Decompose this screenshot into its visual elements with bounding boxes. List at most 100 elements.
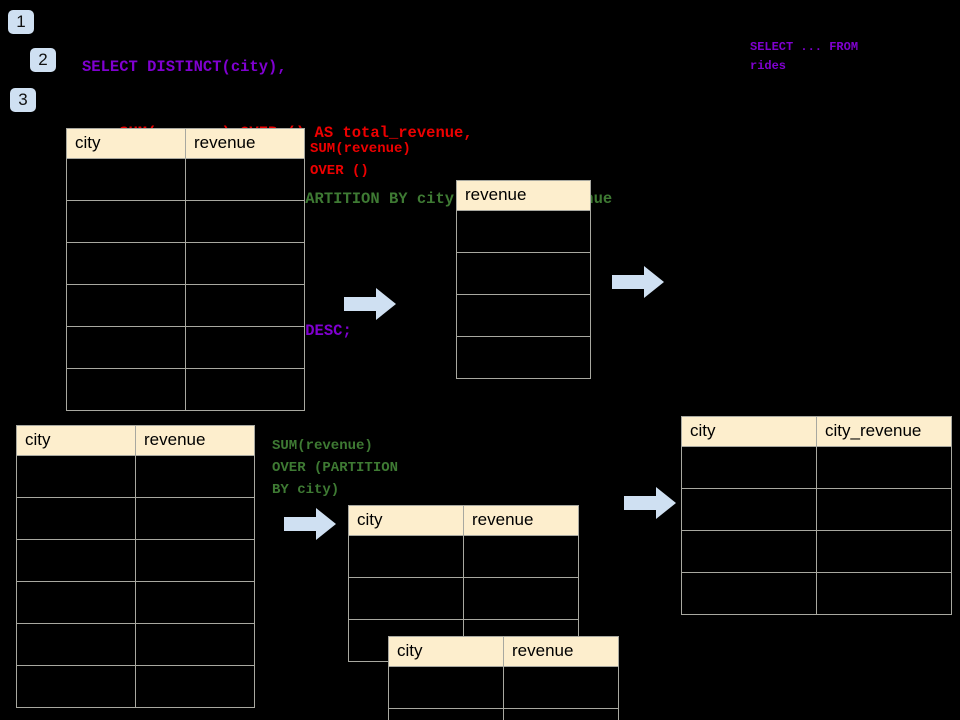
table-row	[348, 577, 579, 620]
sql-aside-text: SELECT ... FROM rides	[750, 40, 859, 73]
column-header-city: city	[681, 416, 817, 447]
arrow-source2-to-partition	[284, 508, 336, 540]
cell-revenue	[185, 368, 305, 411]
partition-group-front-table: city revenue	[388, 636, 619, 720]
cell-city-revenue	[816, 488, 952, 531]
cell-city	[681, 572, 817, 615]
table-row	[16, 455, 255, 498]
table-header-row: city city_revenue	[681, 416, 952, 447]
cell-city	[66, 326, 186, 369]
cell-city-revenue	[816, 446, 952, 489]
column-header-revenue: revenue	[135, 425, 255, 456]
cell-city	[66, 200, 186, 243]
rides-source-table-2: city revenue	[16, 425, 255, 708]
cell-city	[16, 581, 136, 624]
cell-city	[16, 539, 136, 582]
cell-revenue	[135, 455, 255, 498]
table-row	[66, 284, 305, 327]
step-badge-2: 2	[30, 48, 56, 72]
table-row	[16, 665, 255, 708]
table-row	[456, 210, 591, 253]
table-row	[681, 572, 952, 615]
arrow-source-to-total	[344, 288, 396, 320]
cell-revenue	[185, 200, 305, 243]
table-row	[348, 535, 579, 578]
sql-line-1: SELECT DISTINCT(city),	[82, 58, 287, 76]
cell-city	[681, 530, 817, 573]
annotation-sum-over-empty: SUM(revenue) OVER ()	[310, 141, 411, 179]
column-header-revenue: revenue	[185, 128, 305, 159]
table-row	[456, 294, 591, 337]
column-header-revenue: revenue	[503, 636, 619, 667]
table-header-row: city revenue	[388, 636, 619, 667]
cell-revenue	[463, 535, 579, 578]
rides-source-table: city revenue	[66, 128, 305, 411]
column-header-city: city	[348, 505, 464, 536]
table-row	[66, 200, 305, 243]
table-header-row: city revenue	[16, 425, 255, 456]
cell-revenue	[503, 666, 619, 709]
cell-revenue	[456, 336, 591, 379]
table-row	[388, 666, 619, 709]
table-row	[456, 336, 591, 379]
cell-revenue	[135, 497, 255, 540]
column-header-revenue: revenue	[456, 180, 591, 211]
cell-city	[16, 497, 136, 540]
table-row	[388, 708, 619, 720]
table-row	[16, 623, 255, 666]
annotation-sum-over-partition: SUM(revenue) OVER (PARTITION BY city)	[272, 438, 399, 498]
step-badge-3: 3	[10, 88, 36, 112]
cell-city	[348, 535, 464, 578]
cell-city	[16, 623, 136, 666]
cell-city-revenue	[816, 530, 952, 573]
cell-revenue	[185, 158, 305, 201]
table-row	[681, 446, 952, 489]
cell-city	[66, 284, 186, 327]
cell-city	[681, 488, 817, 531]
cell-city	[681, 446, 817, 489]
cell-city	[388, 666, 504, 709]
cell-city	[348, 577, 464, 620]
cell-city	[388, 708, 504, 720]
cell-revenue	[135, 623, 255, 666]
column-header-city: city	[66, 128, 186, 159]
cell-revenue	[456, 252, 591, 295]
cell-revenue	[185, 326, 305, 369]
cell-city	[16, 455, 136, 498]
cell-city	[16, 665, 136, 708]
cell-revenue	[503, 708, 619, 720]
partition-group-back-table: city revenue	[348, 505, 579, 662]
column-header-city-revenue: city_revenue	[816, 416, 952, 447]
step-badge-1: 1	[8, 10, 34, 34]
table-row	[681, 530, 952, 573]
column-header-revenue: revenue	[463, 505, 579, 536]
table-row	[16, 497, 255, 540]
cell-revenue	[463, 577, 579, 620]
cell-city-revenue	[816, 572, 952, 615]
cell-revenue	[185, 284, 305, 327]
cell-revenue	[135, 581, 255, 624]
table-row	[16, 539, 255, 582]
table-row	[681, 488, 952, 531]
cell-revenue	[185, 242, 305, 285]
table-row	[66, 242, 305, 285]
cell-revenue	[135, 665, 255, 708]
column-header-city: city	[16, 425, 136, 456]
table-row	[456, 252, 591, 295]
table-row	[16, 581, 255, 624]
total-revenue-table: revenue	[456, 180, 591, 379]
cell-revenue	[456, 210, 591, 253]
arrow-total-to-result	[612, 266, 664, 298]
table-row	[66, 158, 305, 201]
table-header-row: revenue	[456, 180, 591, 211]
cell-revenue	[456, 294, 591, 337]
city-revenue-result-table: city city_revenue	[681, 416, 952, 615]
table-row	[66, 368, 305, 411]
cell-city	[66, 242, 186, 285]
table-header-row: city revenue	[66, 128, 305, 159]
column-header-city: city	[388, 636, 504, 667]
cell-revenue	[135, 539, 255, 582]
cell-city	[66, 158, 186, 201]
arrow-partition-to-result	[624, 487, 676, 519]
